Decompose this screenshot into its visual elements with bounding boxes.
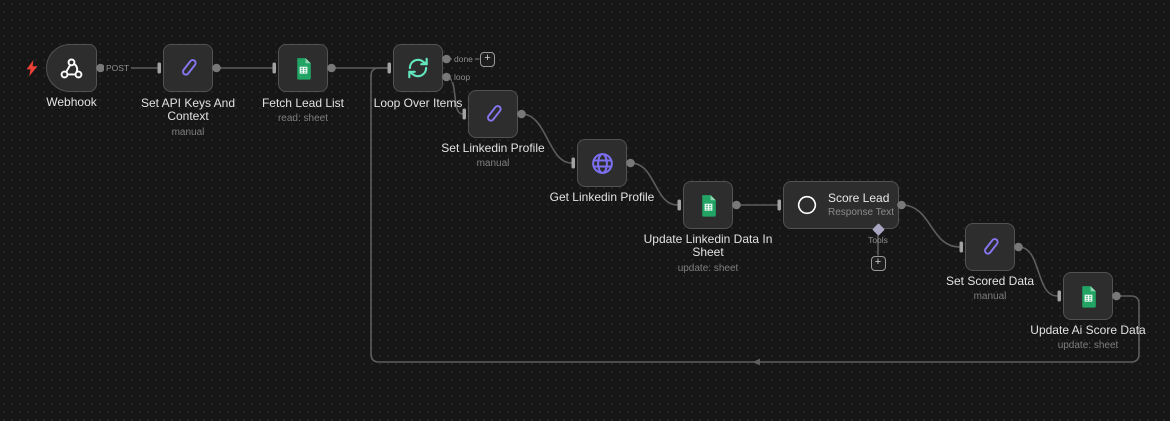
port-label-loop: loop bbox=[452, 71, 473, 82]
node-loop-over-items[interactable] bbox=[393, 44, 443, 92]
edit-pen-icon bbox=[486, 105, 502, 122]
trigger-bolt-icon bbox=[26, 60, 38, 77]
label-fetch-lead-list: Fetch Lead List read: sheet bbox=[261, 96, 345, 125]
openai-icon bbox=[797, 195, 817, 215]
node-get-linkedin-profile[interactable] bbox=[577, 139, 627, 187]
loop-icon bbox=[408, 57, 428, 79]
score-lead-text: Score Lead Response Text bbox=[828, 190, 894, 219]
label-update-linkedin: Update Linkedin Data In Sheet update: sh… bbox=[643, 232, 773, 274]
edge-setscored-updateai[interactable] bbox=[1018, 246, 1058, 297]
google-sheets-icon bbox=[296, 57, 311, 80]
http-globe-icon bbox=[591, 152, 613, 174]
label-webhook: Webhook bbox=[46, 95, 97, 109]
input-ports[interactable] bbox=[157, 62, 1062, 302]
edge-getlinkedin-updatelinkedin[interactable] bbox=[630, 162, 678, 206]
node-set-linkedin-profile[interactable] bbox=[468, 90, 518, 138]
edge-scorelead-setscored[interactable] bbox=[901, 204, 960, 248]
node-score-lead[interactable]: Score Lead Response Text bbox=[783, 181, 899, 229]
edit-pen-icon bbox=[983, 238, 999, 255]
node-set-scored-data[interactable] bbox=[965, 223, 1015, 271]
label-loop-over-items: Loop Over Items bbox=[373, 96, 463, 110]
add-node-plus-button[interactable] bbox=[480, 51, 495, 67]
label-set-linkedin: Set Linkedin Profile manual bbox=[441, 141, 545, 170]
output-ports[interactable] bbox=[96, 54, 1121, 301]
node-set-api-keys[interactable] bbox=[163, 44, 213, 92]
webhook-icon bbox=[60, 58, 83, 78]
label-set-api-keys: Set API Keys And Context manual bbox=[140, 96, 236, 138]
add-tool-plus-button[interactable] bbox=[870, 255, 886, 271]
port-label-tools: Tools bbox=[868, 235, 888, 245]
edge-setlinkedin-getlinkedin[interactable] bbox=[521, 113, 572, 164]
google-sheets-icon bbox=[1081, 285, 1096, 308]
label-update-ai-score: Update Ai Score Data update: sheet bbox=[1030, 323, 1146, 352]
node-update-linkedin-sheet[interactable] bbox=[683, 181, 733, 229]
node-subtitle: Response Text bbox=[828, 207, 894, 219]
port-label-post: POST bbox=[104, 62, 132, 73]
label-get-linkedin: Get Linkedin Profile bbox=[549, 190, 655, 204]
port-label-done: done bbox=[452, 53, 475, 64]
google-sheets-icon bbox=[701, 194, 716, 217]
node-title: Score Lead bbox=[828, 190, 890, 205]
node-fetch-lead-list[interactable] bbox=[278, 44, 328, 92]
edge-feedback-loop[interactable] bbox=[370, 67, 1140, 363]
edit-pen-icon bbox=[181, 59, 197, 76]
node-webhook[interactable] bbox=[46, 44, 97, 92]
label-set-scored-data: Set Scored Data manual bbox=[945, 274, 1035, 303]
edge-direction-arrow bbox=[752, 358, 760, 366]
